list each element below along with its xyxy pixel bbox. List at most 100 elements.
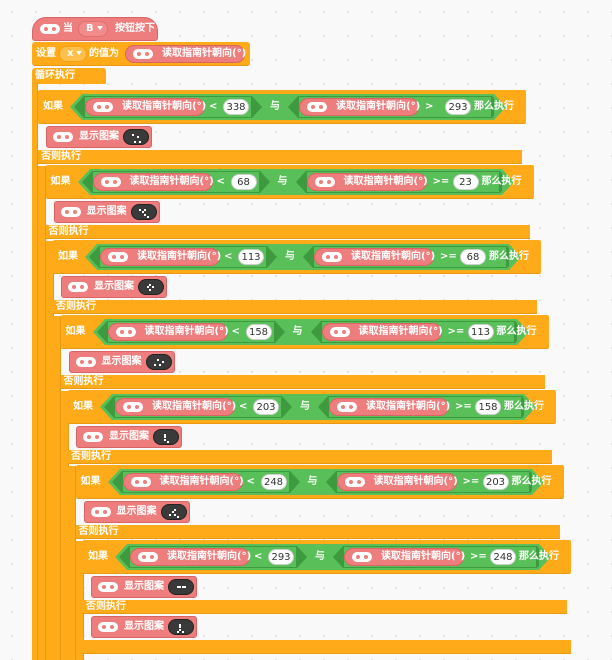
robot-icon xyxy=(60,207,81,217)
compare-right-block[interactable]: 读取指南针朝向(°)>=158 xyxy=(318,396,532,418)
led-matrix-pattern[interactable] xyxy=(130,204,157,220)
read-heading-reporter[interactable]: 读取指南针朝向(°) xyxy=(344,548,465,566)
led-matrix-pattern[interactable] xyxy=(153,429,179,445)
compare-right-block[interactable]: 读取指南针朝向(°)>=248 xyxy=(333,546,547,568)
show-pattern-block[interactable]: 显示图案 xyxy=(76,426,182,448)
read-heading-reporter[interactable]: 读取指南针朝向(°) xyxy=(306,173,428,191)
read-heading-reporter[interactable]: 读取指南针朝向(°) xyxy=(130,548,252,566)
led-pixel xyxy=(149,284,152,287)
read-heading-reporter[interactable]: 读取指南针朝向(°) xyxy=(329,398,450,416)
compare-left-block[interactable]: 读取指南针朝向(°)<248 xyxy=(111,471,300,493)
read-heading-reporter[interactable]: 读取指南针朝向(°) xyxy=(125,45,246,63)
threshold-value-input[interactable]: 248 xyxy=(490,549,516,565)
threshold-value-input[interactable]: 293 xyxy=(268,549,294,565)
read-heading-reporter[interactable]: 读取指南针朝向(°) xyxy=(115,398,236,416)
compare-left-block[interactable]: 读取指南针朝向(°)<158 xyxy=(96,321,285,343)
show-pattern-block[interactable]: 显示图案 xyxy=(68,351,175,373)
read-heading-label: 读取指南针朝向(°) xyxy=(167,551,252,562)
threshold-value-input[interactable]: 23 xyxy=(452,174,479,190)
read-heading-reporter[interactable]: 读取指南针朝向(°) xyxy=(100,248,221,266)
comparison-operator: > xyxy=(425,101,434,112)
if-label: 如果 xyxy=(88,551,108,562)
led-matrix-pattern[interactable] xyxy=(123,129,149,145)
show-pattern-block[interactable]: 显示图案 xyxy=(83,501,190,523)
show-pattern-label: 显示图案 xyxy=(124,581,164,592)
led-pixel xyxy=(151,286,154,289)
led-pixel xyxy=(131,134,134,137)
compare-left-block[interactable]: 读取指南针朝向(°)<68 xyxy=(81,171,270,193)
led-matrix-pattern[interactable] xyxy=(145,354,172,370)
led-pixel xyxy=(161,361,164,364)
threshold-value-input[interactable]: 158 xyxy=(245,324,272,340)
read-heading-label: 读取指南针朝向(°) xyxy=(358,326,443,337)
read-heading-reporter[interactable]: 读取指南针朝向(°) xyxy=(122,473,244,491)
threshold-value-input[interactable]: 113 xyxy=(467,324,494,340)
threshold-value-input[interactable]: 113 xyxy=(238,249,264,265)
compare-right-block[interactable]: 读取指南针朝向(°) >293 xyxy=(288,96,502,118)
read-heading-reporter[interactable]: 读取指南针朝向(°) xyxy=(321,323,443,341)
show-pattern-block[interactable]: 显示图案 xyxy=(61,276,167,298)
when-label: 当 xyxy=(63,23,73,34)
threshold-value-input[interactable]: 203 xyxy=(482,474,509,490)
chevron-down-icon xyxy=(76,51,83,55)
read-heading-reporter[interactable]: 读取指南针朝向(°) xyxy=(92,173,214,191)
compare-right-block[interactable]: 读取指南针朝向(°)>=23 xyxy=(295,171,510,193)
threshold-value-input[interactable]: 203 xyxy=(253,399,279,415)
and-operator-block[interactable]: 与读取指南针朝向(°)<293 读取指南针朝向(°)>=248 xyxy=(115,544,551,570)
compare-right-block[interactable]: 读取指南针朝向(°)>=113 xyxy=(310,321,525,343)
threshold-value-input[interactable]: 158 xyxy=(475,399,501,415)
led-pixel xyxy=(164,436,167,439)
compare-right-block[interactable]: 读取指南针朝向(°)>=68 xyxy=(303,246,517,268)
variable-dropdown[interactable]: x xyxy=(59,46,87,62)
read-heading-reporter[interactable]: 读取指南针朝向(°) xyxy=(85,98,207,116)
show-pattern-block[interactable]: 显示图案 xyxy=(46,126,152,148)
compare-left-block[interactable]: 读取指南针朝向(°)<293 xyxy=(119,546,307,568)
show-pattern-block[interactable]: 显示图案 xyxy=(91,616,197,638)
threshold-value-input[interactable]: 338 xyxy=(223,99,249,115)
compare-left-block[interactable]: 读取指南针朝向(°)<113 xyxy=(89,246,277,268)
button-dropdown[interactable]: B xyxy=(78,21,108,37)
compare-right-block[interactable]: 读取指南针朝向(°)>=203 xyxy=(325,471,540,493)
and-label: 与 xyxy=(315,551,325,562)
threshold-value-input[interactable]: 248 xyxy=(260,474,287,490)
compare-left-block[interactable]: 读取指南针朝向(°)<203 xyxy=(104,396,292,418)
robot-icon xyxy=(123,402,143,412)
led-matrix-pattern[interactable] xyxy=(168,579,194,595)
read-heading-reporter[interactable]: 读取指南针朝向(°) xyxy=(314,248,436,266)
read-heading-reporter[interactable]: 读取指南针朝向(°) xyxy=(107,323,229,341)
threshold-value-input[interactable]: 68 xyxy=(230,174,257,190)
led-matrix-pattern[interactable] xyxy=(160,504,187,520)
if-label: 如果 xyxy=(73,401,93,412)
threshold-value-input[interactable]: 68 xyxy=(460,249,486,265)
threshold-value-input[interactable]: 293 xyxy=(445,99,471,115)
compare-left-block[interactable]: 读取指南针朝向(°)<338 xyxy=(74,96,262,118)
robot-icon xyxy=(108,252,128,262)
robot-icon xyxy=(90,507,111,517)
read-heading-label: 读取指南针朝向(°) xyxy=(122,101,207,112)
read-heading-label: 读取指南针朝向(°) xyxy=(351,251,436,262)
led-matrix-pattern[interactable] xyxy=(168,619,194,635)
read-heading-reporter[interactable]: 读取指南针朝向(°) xyxy=(336,473,458,491)
led-matrix-pattern[interactable] xyxy=(138,279,164,295)
read-heading-reporter[interactable]: 读取指南针朝向(°) xyxy=(299,98,420,116)
show-pattern-block[interactable]: 显示图案 xyxy=(91,576,197,598)
show-pattern-block[interactable]: 显示图案 xyxy=(53,201,160,223)
variable-name: x xyxy=(67,48,74,59)
forever-loop-block[interactable]: 循环执行 xyxy=(32,68,106,84)
